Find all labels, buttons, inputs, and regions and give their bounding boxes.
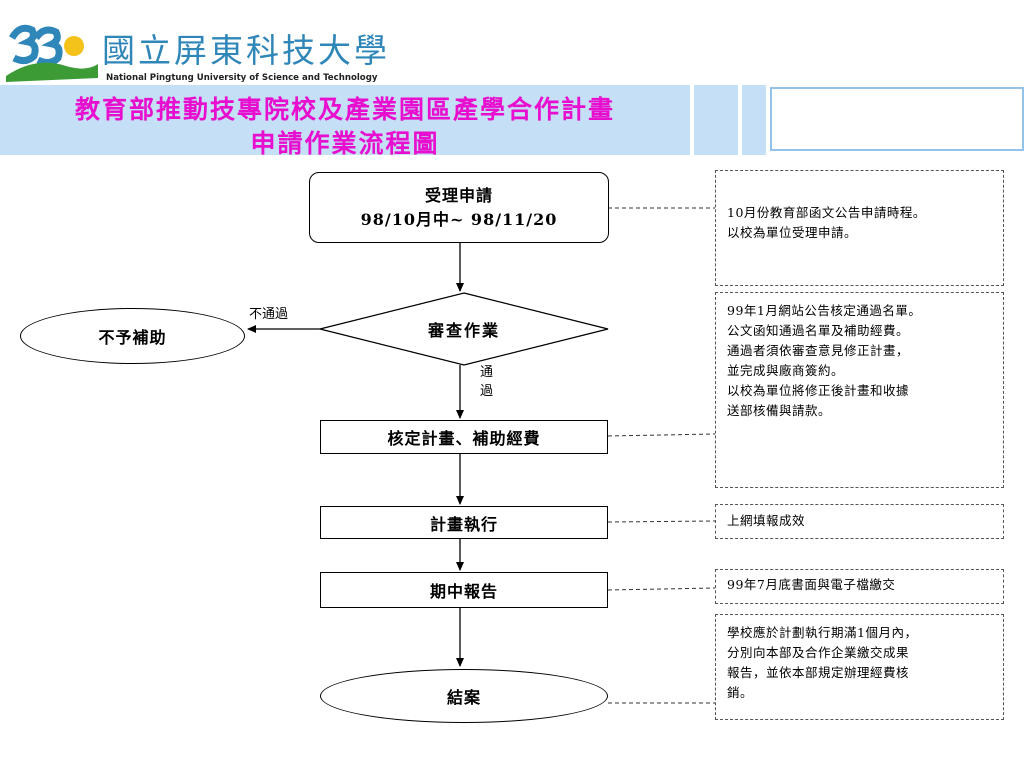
close-node: 結案 xyxy=(320,669,608,723)
approve-node-label: 核定計畫、補助經費 xyxy=(387,429,541,448)
execute-node: 計畫執行 xyxy=(320,506,608,539)
note-line: 送部核備與請款。 xyxy=(727,403,832,418)
start-node-title: 受理申請 xyxy=(424,185,493,205)
school-name-chinese: 國立屏東科技大學 xyxy=(102,31,390,70)
execute-node-label: 計畫執行 xyxy=(429,514,498,534)
note-application-schedule: 10月份教育部函文公告申請時程。 以校為單位受理申請。 xyxy=(715,170,1004,286)
reject-node: 不予補助 xyxy=(20,308,245,364)
close-node-label: 結案 xyxy=(446,688,481,707)
dash-approve-note xyxy=(607,433,716,437)
dash-midterm-note xyxy=(607,587,716,591)
note-line: 學校應於計劃執行期滿1個月內， xyxy=(727,625,918,640)
note-line: 上網填報成效 xyxy=(727,513,806,528)
page-title-line1: 教育部推動技專院校及產業園區產學合作計畫 xyxy=(74,95,615,124)
note-closing: 學校應於計劃執行期滿1個月內， 分別向本部及合作企業繳交成果 報告，並依本部規定… xyxy=(715,614,1004,720)
school-name-english: National Pingtung University of Science … xyxy=(106,73,378,83)
reject-node-label: 不予補助 xyxy=(98,328,167,347)
reject-edge-label: 不通過 xyxy=(249,307,289,322)
note-line: 以校為單位將修正後計畫和收據 xyxy=(727,383,910,398)
start-node-dates: 98/10月中~ 98/11/20 xyxy=(360,209,558,229)
note-line: 並完成與廠商簽約。 xyxy=(727,363,845,378)
title-band xyxy=(0,85,690,155)
note-line: 分別向本部及合作企業繳交成果 xyxy=(727,645,910,660)
review-decision-label: 審查作業 xyxy=(427,321,500,340)
university-logo: 國立屏東科技大學 National Pingtung University of… xyxy=(6,10,426,83)
note-line: 99年7月底書面與電子檔繳交 xyxy=(727,577,896,592)
approve-node: 核定計畫、補助經費 xyxy=(320,420,608,454)
review-diamond-shape xyxy=(319,292,609,366)
note-line: 10月份教育部函文公告申請時程。 xyxy=(727,205,926,220)
note-line: 通過者須依審查意見修正計畫， xyxy=(727,343,910,358)
note-line: 99年1月網站公告核定通過名單。 xyxy=(727,303,922,318)
dash-execute-note xyxy=(607,520,716,523)
note-line: 公文函知通過名單及補助經費。 xyxy=(727,323,910,338)
pass-edge-label: 通過 xyxy=(480,365,494,399)
university-emblem-icon xyxy=(6,24,98,82)
note-line: 以校為單位受理申請。 xyxy=(727,225,858,240)
decorative-band-block xyxy=(694,85,738,155)
note-approval-details: 99年1月網站公告核定通過名單。 公文函知通過名單及補助經費。 通過者須依審查意… xyxy=(715,292,1004,488)
decorative-band-block xyxy=(742,85,766,155)
note-line: 報告，並依本部規定辦理經費核 xyxy=(727,665,910,680)
note-midterm: 99年7月底書面與電子檔繳交 xyxy=(715,569,1004,604)
note-line: 銷。 xyxy=(727,685,754,700)
start-node-accept-application: 受理申請 98/10月中~ 98/11/20 xyxy=(309,172,609,243)
page-title-line2: 申請作業流程圖 xyxy=(250,129,440,158)
note-execution: 上網填報成效 xyxy=(715,504,1004,539)
midterm-report-node: 期中報告 xyxy=(320,572,608,608)
decorative-band-frame xyxy=(770,87,1024,151)
midterm-node-label: 期中報告 xyxy=(429,582,498,601)
